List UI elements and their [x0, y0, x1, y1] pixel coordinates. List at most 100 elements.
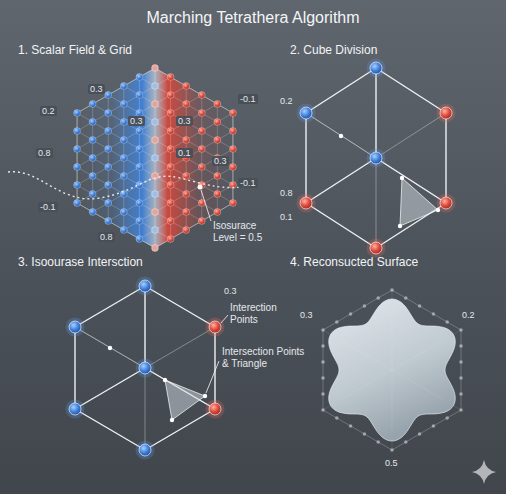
vertex-glow: [367, 239, 386, 258]
mesh-dot: [404, 440, 408, 444]
grid-point: [120, 119, 127, 126]
mesh-dot: [418, 304, 422, 308]
grid-point: [136, 128, 143, 135]
mesh-dot: [459, 408, 463, 412]
field-value: 0.3: [176, 116, 193, 126]
intersection-point: [203, 394, 207, 398]
intersection-point: [436, 208, 440, 212]
grid-point: [167, 128, 174, 135]
grid-vertex: [209, 403, 221, 415]
grid-point: [89, 209, 96, 216]
isosurface-callout: Isosurace Level = 0.5: [213, 220, 273, 243]
grid-point: [74, 182, 81, 189]
grid-point: [120, 191, 127, 198]
grid-point: [74, 200, 81, 207]
cube-edge: [145, 286, 215, 327]
mesh-dot: [349, 424, 353, 428]
mesh-dot: [321, 408, 325, 412]
surface-mesh: [392, 340, 444, 370]
grid-point: [198, 92, 205, 99]
grid-point: [136, 92, 143, 99]
grid-point: [152, 155, 159, 162]
mesh-dot: [363, 432, 367, 436]
vertex-value: 0.1: [280, 212, 293, 222]
leader-dot: [198, 185, 203, 190]
surface-mesh: [340, 370, 392, 400]
grid-point: [167, 164, 174, 171]
vertex-glow: [206, 400, 225, 419]
grid-point: [105, 128, 112, 135]
cube-edge: [75, 286, 145, 327]
mesh-dot: [459, 328, 463, 332]
sparkle-mark: [472, 460, 496, 484]
vertex-glow: [136, 441, 155, 460]
mesh-dot: [376, 440, 380, 444]
mesh-dot: [404, 296, 408, 300]
mesh-dot: [418, 432, 422, 436]
grid-point: [230, 146, 237, 153]
intersection-point: [163, 378, 167, 382]
panel-heading: 4. Reconsucted Surface: [290, 256, 418, 270]
vertex-glow: [136, 277, 155, 296]
grid-point: [230, 110, 237, 117]
grid-point: [136, 200, 143, 207]
mesh-dot: [445, 320, 449, 324]
leader-line: [221, 315, 228, 323]
grid-point: [105, 164, 112, 171]
mesh-dot: [390, 448, 394, 452]
grid-vertex: [139, 280, 151, 292]
grid-point: [152, 227, 159, 234]
cube-edge: [375, 68, 376, 158]
mesh-dot: [321, 360, 325, 364]
grid-point: [105, 182, 112, 189]
mesh-dot: [390, 288, 394, 292]
grid-point: [167, 110, 174, 117]
grid-point: [89, 155, 96, 162]
surface-blob: [329, 299, 456, 441]
grid-point: [136, 218, 143, 225]
grid-vertex: [139, 362, 151, 374]
grid-point: [183, 137, 190, 144]
grid-point: [167, 236, 174, 243]
mesh-dot: [445, 416, 449, 420]
tetra-edge: [145, 327, 215, 368]
tetra-edge: [376, 158, 377, 248]
grid-point: [89, 191, 96, 198]
vertex-value: 0.2: [280, 96, 293, 106]
grid-point: [183, 101, 190, 108]
intersection-callout: Intersection Points & Triangle: [222, 346, 310, 369]
grid-point: [120, 83, 127, 90]
field-value: 0.1: [176, 148, 193, 158]
grid-point: [120, 227, 127, 234]
grid-point: [230, 128, 237, 135]
grid-point: [214, 191, 221, 198]
grid-point: [89, 101, 96, 108]
cube-edge: [145, 409, 215, 450]
grid-vertex: [69, 321, 81, 333]
mesh-outline: [323, 290, 461, 450]
mesh-dot: [376, 296, 380, 300]
field-value: 0.8: [36, 148, 53, 158]
grid-point: [152, 83, 159, 90]
mesh-dot: [349, 312, 353, 316]
grid-point: [120, 155, 127, 162]
leader-line: [206, 361, 219, 393]
intersection-point: [400, 176, 404, 180]
grid-point: [198, 146, 205, 153]
cube-edge: [445, 113, 446, 203]
grid-point: [198, 164, 205, 171]
grid-point: [183, 191, 190, 198]
grid-point: [152, 245, 159, 252]
grid-point: [152, 209, 159, 216]
intersection-point: [170, 418, 174, 422]
mesh-dot: [335, 320, 339, 324]
cube-edge: [376, 68, 446, 113]
grid-point: [183, 83, 190, 90]
cube-edge: [214, 327, 215, 409]
grid-point: [136, 74, 143, 81]
vertex-glow: [297, 194, 316, 213]
grid-vertex: [139, 444, 151, 456]
tetra-edge: [376, 113, 446, 158]
vertex-glow: [66, 318, 85, 337]
isosurface-triangle: [165, 380, 205, 420]
